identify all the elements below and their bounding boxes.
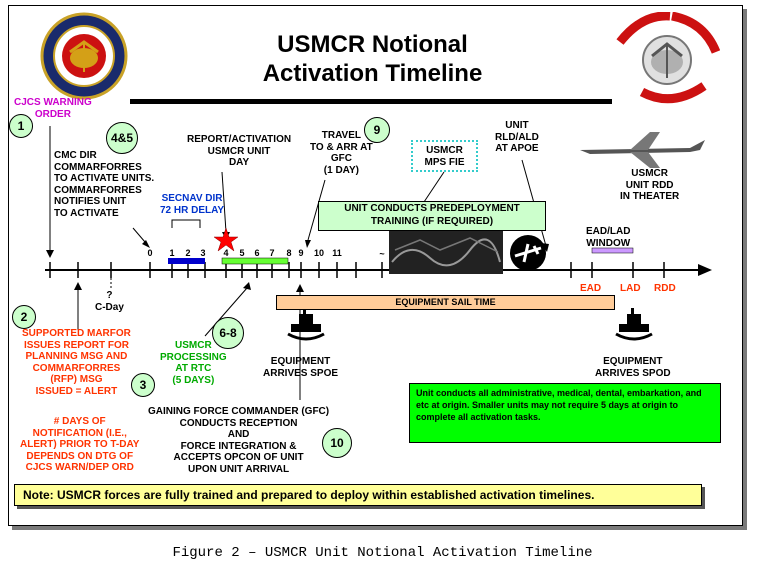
title-line-2: Activation Timeline: [262, 60, 483, 87]
lad-label: LAD: [620, 283, 641, 294]
tick-label: 6: [254, 248, 260, 258]
rtc-processing-bar: [221, 257, 289, 265]
supported-marfor-label: SUPPORTED MARFOR ISSUES REPORT FOR PLANN…: [22, 328, 131, 397]
cjcs-warning-label: CJCS WARNING ORDER: [14, 97, 92, 120]
ead-lad-window-label: EAD/LAD WINDOW: [586, 226, 631, 249]
cargo-plane-icon: [580, 132, 705, 168]
unit-rdd-theater-label: USMCR UNIT RDD IN THEATER: [620, 168, 680, 202]
tick-label: 1: [169, 248, 175, 258]
navy-seal-icon: [40, 12, 128, 100]
ead-label: EAD: [580, 283, 602, 294]
predeployment-training-image: [389, 231, 503, 274]
rtc-processing-label: USMCR PROCESSING AT RTC (5 DAYS): [160, 340, 227, 386]
tick-label: 8: [286, 248, 292, 258]
tick-label: 9: [298, 248, 304, 258]
tick-label: 0: [147, 248, 153, 258]
figure-caption: Figure 2 – USMCR Unit Notional Activatio…: [172, 545, 593, 561]
page-title: USMCR Notional Activation Timeline: [200, 30, 545, 88]
ship-spod-icon: [615, 308, 653, 341]
ead-lad-window-bar: [591, 247, 634, 254]
timeline-ticks: [49, 262, 665, 278]
step-3-circle: 3: [131, 373, 155, 397]
tick-label: 4: [223, 248, 229, 258]
readiness-note: Note: USMCR forces are fully trained and…: [14, 484, 702, 506]
equipment-arrives-spod-label: EQUIPMENT ARRIVES SPOD: [595, 356, 671, 379]
timeline-break-symbol: ~: [379, 249, 385, 259]
days-notification-label: # DAYS OF NOTIFICATION (I.E., ALERT) PRI…: [20, 416, 140, 473]
tick-label: 11: [332, 248, 342, 258]
step-9-circle: 9: [364, 117, 390, 143]
plans-policies-operations-emblem-icon: [616, 12, 720, 104]
tick-label: 7: [269, 248, 275, 258]
title-underline: [130, 99, 612, 104]
c-day-label: ? C-Day: [95, 290, 124, 313]
cmc-directive-label: CMC DIR COMMARFORRES TO ACTIVATE UNITS. …: [54, 150, 155, 219]
equipment-arrives-spoe-label: EQUIPMENT ARRIVES SPOE: [263, 356, 339, 379]
rdd-label: RDD: [654, 283, 676, 294]
timeline-arrowhead: [698, 264, 712, 276]
unit-rld-ald-label: UNIT RLD/ALD AT APOE: [495, 120, 539, 154]
tick-label: 5: [239, 248, 245, 258]
report-activation-label: REPORT/ACTIVATION USMCR UNIT DAY: [187, 134, 292, 168]
step-1-circle: 1: [9, 114, 33, 138]
gfc-reception-label: GAINING FORCE COMMANDER (GFC) CONDUCTS R…: [148, 406, 330, 475]
tick-label: 3: [200, 248, 206, 258]
secnav-delay-label: SECNAV DIR 72 HR DELAY: [160, 193, 225, 216]
ship-spoe-icon: [287, 308, 325, 341]
title-line-1: USMCR Notional: [277, 31, 468, 58]
equipment-sail-time-bar: EQUIPMENT SAIL TIME: [276, 295, 615, 310]
secnav-delay-bar: [168, 258, 205, 264]
travel-label: TRAVEL TO & ARR AT GFC (1 DAY): [310, 130, 373, 176]
tick-label: 2: [185, 248, 191, 258]
step-4-5-circle: 4&5: [106, 122, 138, 154]
step-6-8-circle: 6-8: [212, 317, 244, 349]
mps-fie-box: USMCR MPS FIE: [411, 140, 478, 172]
step-10-circle: 10: [322, 428, 352, 458]
predeployment-training-box: UNIT CONDUCTS PREDEPLOYMENT TRAINING (IF…: [318, 201, 546, 231]
tick-label: 10: [313, 248, 324, 258]
report-day-star-icon: [213, 227, 239, 252]
step-2-circle: 2: [12, 305, 36, 329]
origin-activities-note: Unit conducts all administrative, medica…: [409, 383, 721, 443]
